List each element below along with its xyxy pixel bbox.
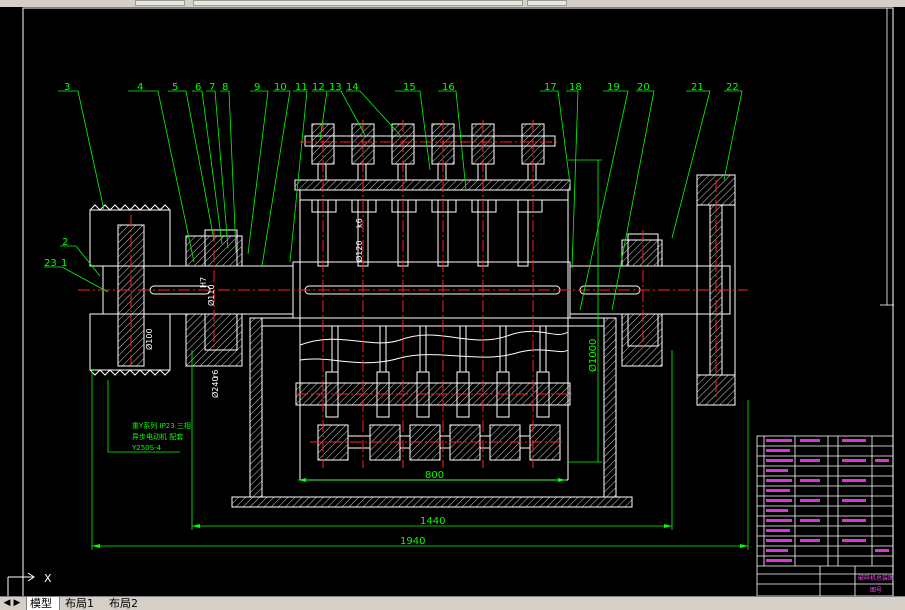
- part-number-label: 4: [137, 82, 143, 93]
- toolbar-button[interactable]: [527, 0, 567, 6]
- part-number-label: 5: [172, 82, 178, 93]
- ucs-x-label: X: [44, 572, 52, 585]
- dimension-texts: 1940 1440 800 Ø1000: [400, 339, 599, 547]
- part-number-label: 8: [222, 82, 228, 93]
- drawing-title: 破碎机总装图: [858, 574, 894, 582]
- dimension-800: 800: [425, 470, 444, 481]
- drawing-frame: [22, 7, 894, 596]
- tab-next-arrow-icon[interactable]: ▶: [13, 598, 21, 608]
- part-number-label: 15: [403, 82, 416, 93]
- layout-tab-bar: ◀ ▶ 模型 布局1 布局2: [0, 596, 905, 610]
- dimension-1440: 1440: [420, 516, 445, 527]
- diameter-label: Ø110: [206, 284, 216, 306]
- dimension-lines: [91, 159, 749, 550]
- fit-annotations: Ø120 k6 Ø110 H7 Ø240 r6 Ø100: [144, 218, 364, 398]
- crosshair-cursor: [880, 8, 894, 306]
- part-number-label: 9: [254, 82, 260, 93]
- part-number-label: 7: [209, 82, 215, 93]
- model-space-canvas[interactable]: 3 4 5 6 7 8 9 10 11 12 13 14 15 16 17 18…: [0, 7, 905, 596]
- main-shaft: [102, 261, 731, 319]
- motor-note-line: 异步电动机 配套: [132, 432, 183, 441]
- top-toolbar-strip: [0, 0, 905, 7]
- dimension-diameter-1000: Ø1000: [587, 339, 599, 372]
- dimension-1940: 1940: [400, 536, 425, 547]
- part-number-label: 17: [544, 82, 557, 93]
- part-number-label: 12: [312, 82, 325, 93]
- part-number-label: 6: [195, 82, 201, 93]
- part-number-labels: 3 4 5 6 7 8 9 10 11 12 13 14 15 16 17 18…: [44, 82, 739, 269]
- diameter-label: Ø120: [354, 240, 364, 262]
- part-number-label: 2: [62, 237, 68, 248]
- motor-note-line: Y250S-4: [131, 444, 162, 452]
- toolbar-button[interactable]: [135, 0, 185, 6]
- tab-model[interactable]: 模型: [26, 597, 60, 610]
- support-frame: [231, 317, 633, 508]
- part-number-label: 16: [442, 82, 455, 93]
- ucs-icon: [7, 572, 35, 596]
- title-block: [756, 435, 894, 596]
- upper-rotor: [294, 123, 571, 267]
- part-number-label: 10: [274, 82, 287, 93]
- part-number-label: 14: [346, 82, 359, 93]
- toolbar-button[interactable]: [193, 0, 523, 6]
- fit-label: H7: [199, 277, 208, 288]
- drawing-number: 图号: [870, 587, 882, 594]
- part-number-label: 13: [329, 82, 342, 93]
- part-number-label: 20: [637, 82, 650, 93]
- part-number-label: 11: [295, 82, 308, 93]
- tab-layout1[interactable]: 布局1: [62, 597, 104, 610]
- title-block-text: 破碎机总装图 图号: [858, 574, 894, 594]
- part-number-label: 21: [691, 82, 704, 93]
- part-number-label: 18: [569, 82, 582, 93]
- tab-layout2[interactable]: 布局2: [106, 597, 148, 610]
- title-block-fills: [766, 439, 889, 562]
- motor-note-line: 重Y系列 IP23 三相: [132, 421, 191, 430]
- part-number-label: 1: [61, 258, 67, 269]
- assembly-drawing[interactable]: 3 4 5 6 7 8 9 10 11 12 13 14 15 16 17 18…: [0, 7, 905, 596]
- dimension-arrows: [92, 478, 748, 548]
- lower-rotor: [295, 325, 571, 461]
- diameter-label: Ø240: [210, 376, 220, 398]
- centerlines: [78, 120, 748, 468]
- leader-lines: [44, 90, 743, 453]
- motor-note: 重Y系列 IP23 三相 异步电动机 配套 Y250S-4: [131, 421, 191, 452]
- part-number-label: 22: [726, 82, 739, 93]
- fit-label: r6: [211, 370, 220, 378]
- fit-label: k6: [355, 218, 364, 228]
- part-number-label: 19: [607, 82, 620, 93]
- tab-prev-arrow-icon[interactable]: ◀: [3, 598, 11, 608]
- part-number-label: 3: [64, 82, 70, 93]
- part-number-label: 23: [44, 258, 57, 269]
- diameter-label: Ø100: [144, 328, 154, 350]
